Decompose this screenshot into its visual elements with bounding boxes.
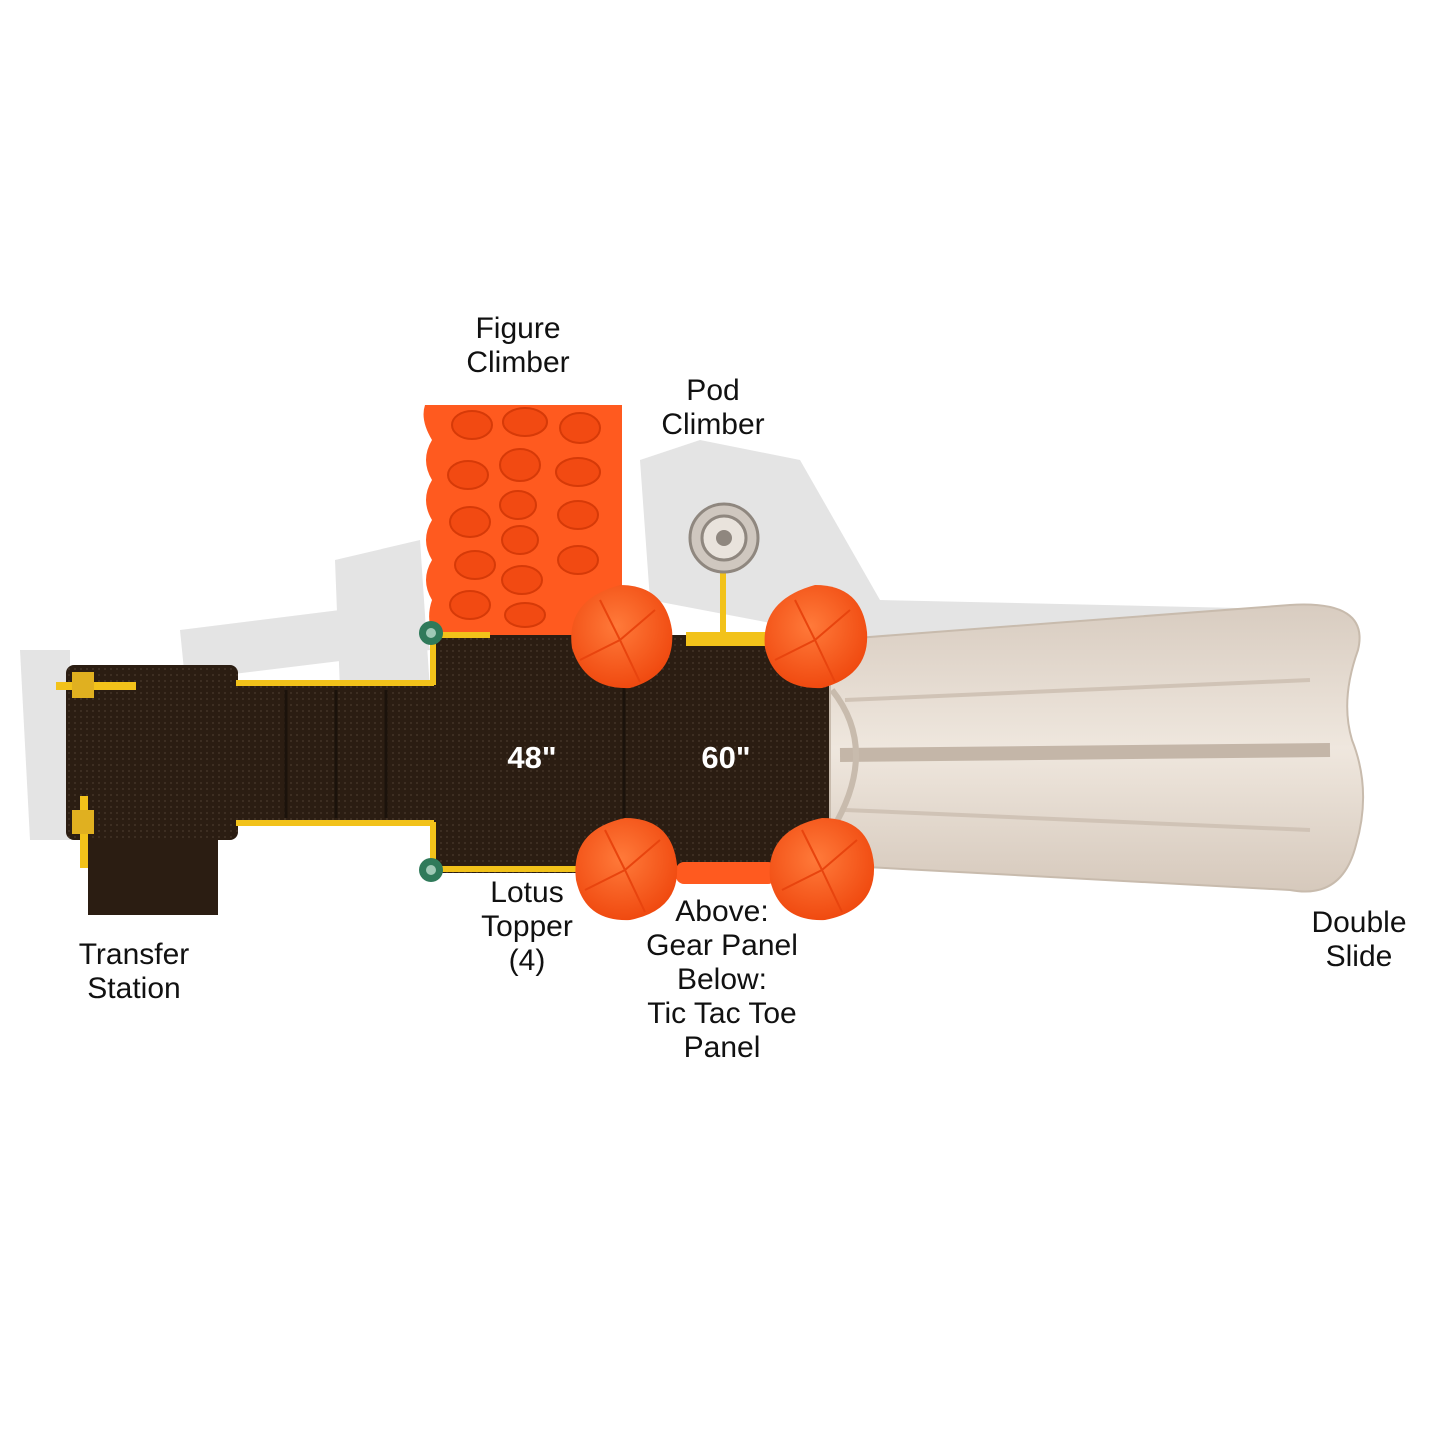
- double-slide: [829, 603, 1365, 893]
- figure-climber: [423, 405, 622, 640]
- label-lotus-topper: Lotus Topper (4): [481, 876, 573, 977]
- tic-tac-toe-panel: [676, 862, 776, 884]
- label-gear-tictactoe-panel: Above: Gear Panel Below: Tic Tac Toe Pan…: [646, 895, 798, 1064]
- stair-steps: [236, 680, 436, 826]
- lotus-topper-3: [575, 818, 678, 921]
- gear-wheel-bottom: [419, 858, 443, 882]
- transfer-station: [56, 665, 238, 915]
- label-pod-climber: Pod Climber: [661, 374, 765, 441]
- lotus-topper-2: [764, 585, 868, 689]
- deck-height-60: 60": [701, 740, 751, 775]
- label-figure-climber: Figure Climber: [466, 312, 570, 379]
- gear-wheel-top: [419, 621, 443, 645]
- lotus-topper-4: [769, 818, 875, 921]
- pod-climber: [688, 502, 760, 638]
- lotus-topper-1: [571, 585, 673, 689]
- deck-height-48: 48": [507, 740, 557, 775]
- label-double-slide: Double Slide: [1311, 906, 1407, 973]
- label-transfer-station: Transfer Station: [78, 938, 190, 1005]
